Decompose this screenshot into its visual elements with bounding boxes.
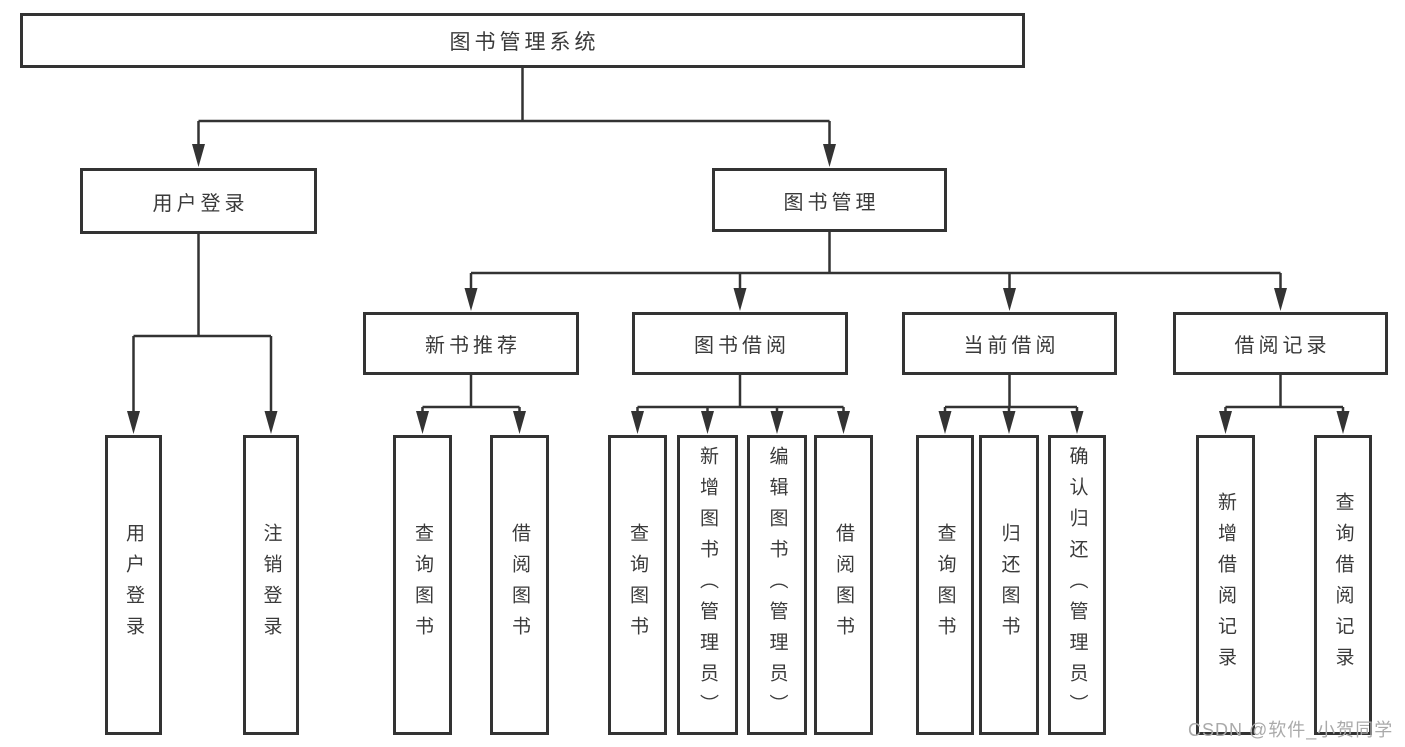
- leaf-add-borrow-record: 新增借阅记录: [1196, 435, 1255, 735]
- node-new-book-recommendation: 新书推荐: [363, 312, 579, 375]
- leaf-edit-book-admin-label: 编辑图书（管理员）: [766, 445, 788, 725]
- leaf-logout-label: 注销登录: [260, 523, 282, 647]
- watermark: CSDN @软件_小贺同学: [1188, 720, 1394, 740]
- leaf-query-books-borrowing: 查询图书: [608, 435, 667, 735]
- node-borrowing-records: 借阅记录: [1173, 312, 1388, 375]
- leaf-query-borrow-record: 查询借阅记录: [1314, 435, 1372, 735]
- leaf-query-books-current-label: 查询图书: [934, 523, 956, 647]
- leaf-logout: 注销登录: [243, 435, 299, 735]
- node-book-management: 图书管理: [712, 168, 947, 232]
- leaf-add-book-admin-label: 新增图书（管理员）: [697, 445, 718, 725]
- leaf-query-books-recommend-label: 查询图书: [412, 523, 433, 647]
- leaf-user-login-label: 用户登录: [123, 523, 144, 647]
- node-current-borrowing: 当前借阅: [902, 312, 1117, 375]
- leaf-query-books-current: 查询图书: [916, 435, 974, 735]
- node-library-management-system: 图书管理系统: [20, 13, 1025, 68]
- node-book-borrowing: 图书借阅: [632, 312, 848, 375]
- leaf-borrow-books-borrowing: 借阅图书: [814, 435, 873, 735]
- leaf-borrow-books-recommend-label: 借阅图书: [509, 523, 530, 647]
- leaf-edit-book-admin: 编辑图书（管理员）: [747, 435, 807, 735]
- leaf-user-login: 用户登录: [105, 435, 162, 735]
- leaf-return-books: 归还图书: [979, 435, 1039, 735]
- leaf-borrow-books-borrowing-label: 借阅图书: [833, 523, 854, 647]
- leaf-query-books-recommend: 查询图书: [393, 435, 452, 735]
- arrowhead-triangles: [127, 144, 1350, 434]
- node-user-login: 用户登录: [80, 168, 317, 234]
- leaf-add-book-admin: 新增图书（管理员）: [677, 435, 738, 735]
- leaf-borrow-books-recommend: 借阅图书: [490, 435, 549, 735]
- leaf-add-borrow-record-label: 新增借阅记录: [1215, 492, 1236, 678]
- leaf-confirm-return-admin: 确认归还（管理员）: [1048, 435, 1106, 735]
- leaf-query-books-borrowing-label: 查询图书: [627, 523, 648, 647]
- leaf-query-borrow-record-label: 查询借阅记录: [1332, 492, 1354, 678]
- leaf-confirm-return-admin-label: 确认归还（管理员）: [1066, 445, 1088, 725]
- leaf-return-books-label: 归还图书: [998, 523, 1020, 647]
